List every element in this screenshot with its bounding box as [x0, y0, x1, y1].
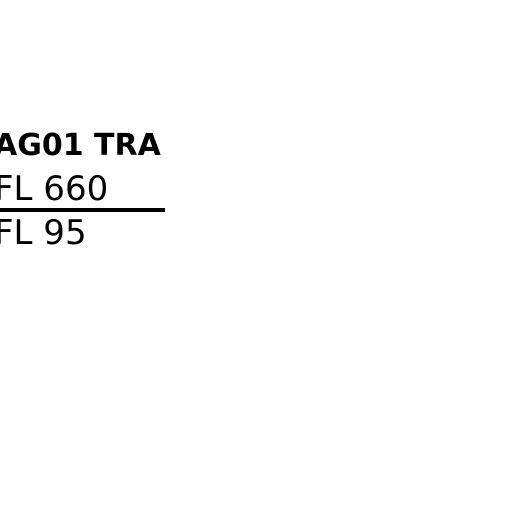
upper-limit: FL 660 — [0, 169, 109, 209]
airspace-label-block: AG01 TRA FL 660 FL 95 — [0, 126, 174, 254]
limit-divider — [0, 208, 165, 212]
airspace-identifier: AG01 TRA — [0, 128, 161, 163]
lower-limit: FL 95 — [0, 213, 87, 253]
